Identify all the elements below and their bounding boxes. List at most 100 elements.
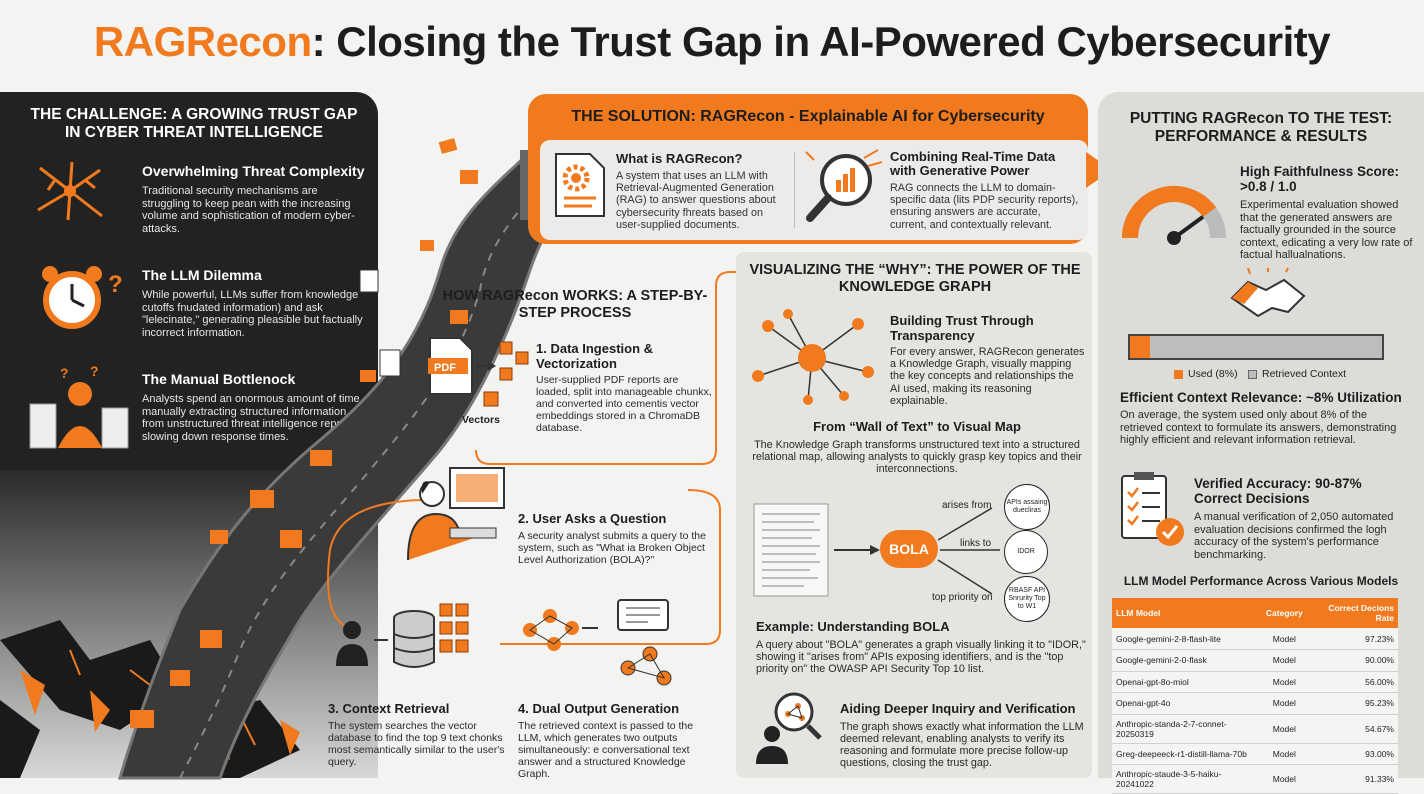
combine-title: Combining Real-Time Data with Generative… <box>890 149 1056 178</box>
step-text: User-supplied PDF reports are loaded, sp… <box>536 374 712 434</box>
overwhelmed-analyst-icon: ? ? <box>29 363 129 449</box>
how-heading: HOW RAGRecon WORKS: A STEP-BY-STEP PROCE… <box>442 288 708 321</box>
edge-label-arises: arises from <box>942 500 992 511</box>
example-bola: Example: Understanding BOLA A query abou… <box>756 619 1086 675</box>
handshake-icon <box>1230 267 1306 318</box>
combining-data: Combining Real-Time Data with Generative… <box>890 150 1080 231</box>
model-performance-table: LLM Model Category Correct Decions Rate … <box>1112 598 1398 794</box>
cell-category: Model <box>1261 649 1307 672</box>
cell-model: Google-gemini-2-8-flash-lite <box>1112 628 1262 650</box>
context-retrieval-icon <box>336 603 469 668</box>
table-title: LLM Model Performance Across Various Mod… <box>1123 574 1399 588</box>
pdf-to-vectors-icon: PDF <box>428 337 529 407</box>
inquiry-text: The graph shows exactly what information… <box>840 720 1084 770</box>
accuracy-title: Verified Accuracy: 90-87% Correct Decisi… <box>1194 476 1362 506</box>
cell-model: Greg-deepeeck-r1-distill-llama-70b <box>1112 743 1262 765</box>
cell-category: Model <box>1261 692 1307 715</box>
step-title: 1. Data Ingestion & Vectorization <box>536 341 654 371</box>
viz-heading: VISUALIZING THE “WHY”: THE POWER OF THE … <box>749 262 1081 295</box>
wall-text: The Knowledge Graph transforms unstructu… <box>752 438 1082 475</box>
header-rate: Correct Decions Rate <box>1306 598 1398 628</box>
graph-node-idor: IDOR <box>1004 530 1048 574</box>
wall-title: From “Wall of Text” to Visual Map <box>813 419 1021 434</box>
example-title: Example: Understanding BOLA <box>756 619 950 634</box>
combine-text: RAG connects the LLM to domain-specific … <box>890 182 1079 231</box>
legend-swatch-retrieved <box>1248 369 1257 379</box>
cell-category: Model <box>1261 764 1307 794</box>
challenge-item-text: While powerful, LLMs suffer from knowled… <box>142 289 363 339</box>
context-relevance: Efficient Context Relevance: ~8% Utiliza… <box>1120 390 1410 447</box>
challenge-item-title: The Manual Bottlenock <box>142 371 296 387</box>
context-title: Efficient Context Relevance: ~8% Utiliza… <box>1120 390 1402 405</box>
cell-model: Anthropic-staude-3-5-haiku-20241022 <box>1112 764 1262 794</box>
vectors-label: Vectors <box>462 414 500 426</box>
solution-heading: THE SOLUTION: RAGRecon - Explainable AI … <box>571 108 1045 125</box>
accuracy-text: A manual verification of 2,050 automated… <box>1194 511 1394 561</box>
magnifier-chart-icon <box>805 149 883 222</box>
page-title: RAGRecon: Closing the Trust Gap in AI-Po… <box>0 18 1424 66</box>
cell-model: Anthropic-standa-2-7-connet-20250319 <box>1112 714 1262 744</box>
cell-category: Model <box>1261 671 1307 693</box>
pdf-label: PDF <box>434 362 456 374</box>
svg-text:?: ? <box>60 365 69 381</box>
cell-model: Google-gemini-2-0-flask <box>1112 649 1262 672</box>
challenge-item-1: Overwhelming Threat Complexity Tradition… <box>142 164 367 235</box>
data-road-illustration <box>117 118 623 780</box>
wall-of-text: From “Wall of Text” to Visual Map The Kn… <box>752 419 1082 475</box>
svg-text:?: ? <box>90 363 99 379</box>
solution-content <box>540 140 1088 240</box>
header-model: LLM Model <box>1112 598 1262 628</box>
step-title: 3. Context Retrieval <box>328 701 450 716</box>
step-title: 4. Dual Output Generation <box>518 701 680 716</box>
analyst-computer-icon <box>407 467 505 561</box>
title-brand: RAGRecon <box>93 18 312 65</box>
verified-accuracy: Verified Accuracy: 90-87% Correct Decisi… <box>1194 476 1412 561</box>
legend-swatch-used <box>1174 369 1183 379</box>
alarm-clock-icon: ? <box>42 266 123 329</box>
cell-rate: 95.23% <box>1306 692 1398 715</box>
step-3: 3. Context Retrieval The system searches… <box>328 701 508 767</box>
challenge-heading: THE CHALLENGE: A GROWING TRUST GAP IN CY… <box>30 106 358 141</box>
bola-graph <box>753 503 1000 597</box>
cell-rate: 97.23% <box>1306 628 1398 650</box>
context-used-fill <box>1130 336 1151 358</box>
what-is-ragrecon: What is RAGRecon? A system that uses an … <box>616 152 786 231</box>
trust-text: For every answer, RAGRecon generates a K… <box>890 346 1085 407</box>
trust-title: Building Trust Through Transparency <box>890 313 1034 343</box>
legend-retrieved: Retrieved Context <box>1248 368 1346 380</box>
flow-connector <box>327 499 429 631</box>
legend-retrieved-label: Retrieved Context <box>1262 368 1347 380</box>
graph-node-apis: APIs assaing duecliras <box>1004 484 1050 530</box>
cell-model: Openai-gpt-4o <box>1112 692 1262 715</box>
network-graph-icon <box>752 309 874 405</box>
graph-center-node: BOLA <box>880 530 938 568</box>
challenge-item-2: The LLM Dilemma While powerful, LLMs suf… <box>142 268 367 339</box>
faithfulness-result: High Faithfulness Score: >0.8 / 1.0 Expe… <box>1240 164 1416 262</box>
legend-used-label: Used (8%) <box>1188 368 1238 380</box>
cell-rate: 54.67% <box>1306 714 1398 744</box>
what-title: What is RAGRecon? <box>616 151 743 166</box>
step-title: 2. User Asks a Question <box>518 511 667 526</box>
building-trust: Building Trust Through Transparency For … <box>890 313 1086 407</box>
challenge-item-text: Analysts spend an onormous amount of tim… <box>142 393 360 443</box>
divider <box>794 152 795 228</box>
step-text: A security analyst submits a query to th… <box>518 529 706 566</box>
challenge-item-3: The Manual Bottlenock Analysts spend an … <box>142 372 367 443</box>
checklist-icon <box>1121 472 1184 546</box>
aiding-inquiry: Aiding Deeper Inquiry and Verification T… <box>840 701 1086 770</box>
cell-rate: 93.00% <box>1306 743 1398 765</box>
svg-text:?: ? <box>108 271 123 298</box>
inquiry-title: Aiding Deeper Inquiry and Verification <box>840 701 1076 716</box>
dual-output-icon <box>523 599 672 686</box>
what-text: A system that uses an LLM with Retrieval… <box>616 170 776 231</box>
edge-label-links: links to <box>960 538 992 549</box>
document-gear-icon <box>555 153 605 217</box>
edge-label-priority: top priority on <box>932 592 993 603</box>
